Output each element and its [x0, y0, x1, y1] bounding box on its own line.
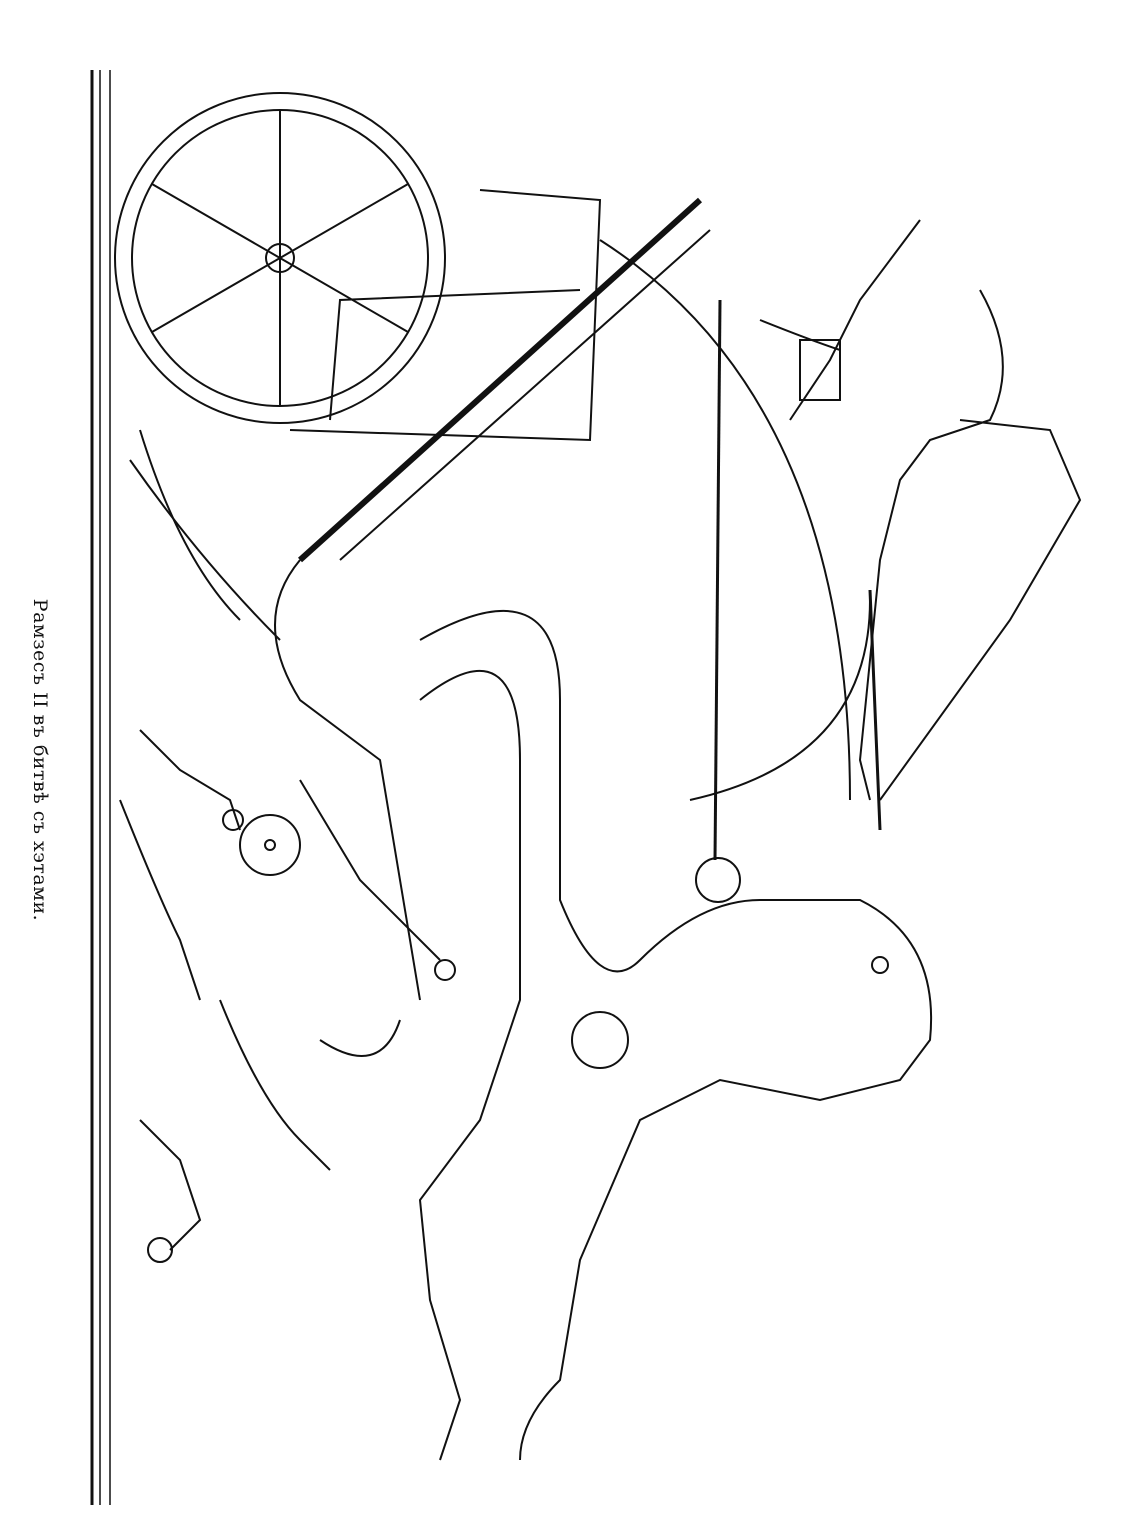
king-figure	[599, 219, 1082, 861]
chariot-wheel	[114, 92, 446, 424]
ground-border-lines	[90, 70, 111, 1505]
chariot-body	[289, 189, 711, 563]
horse	[129, 429, 933, 1461]
enemy-figures	[119, 729, 456, 1263]
